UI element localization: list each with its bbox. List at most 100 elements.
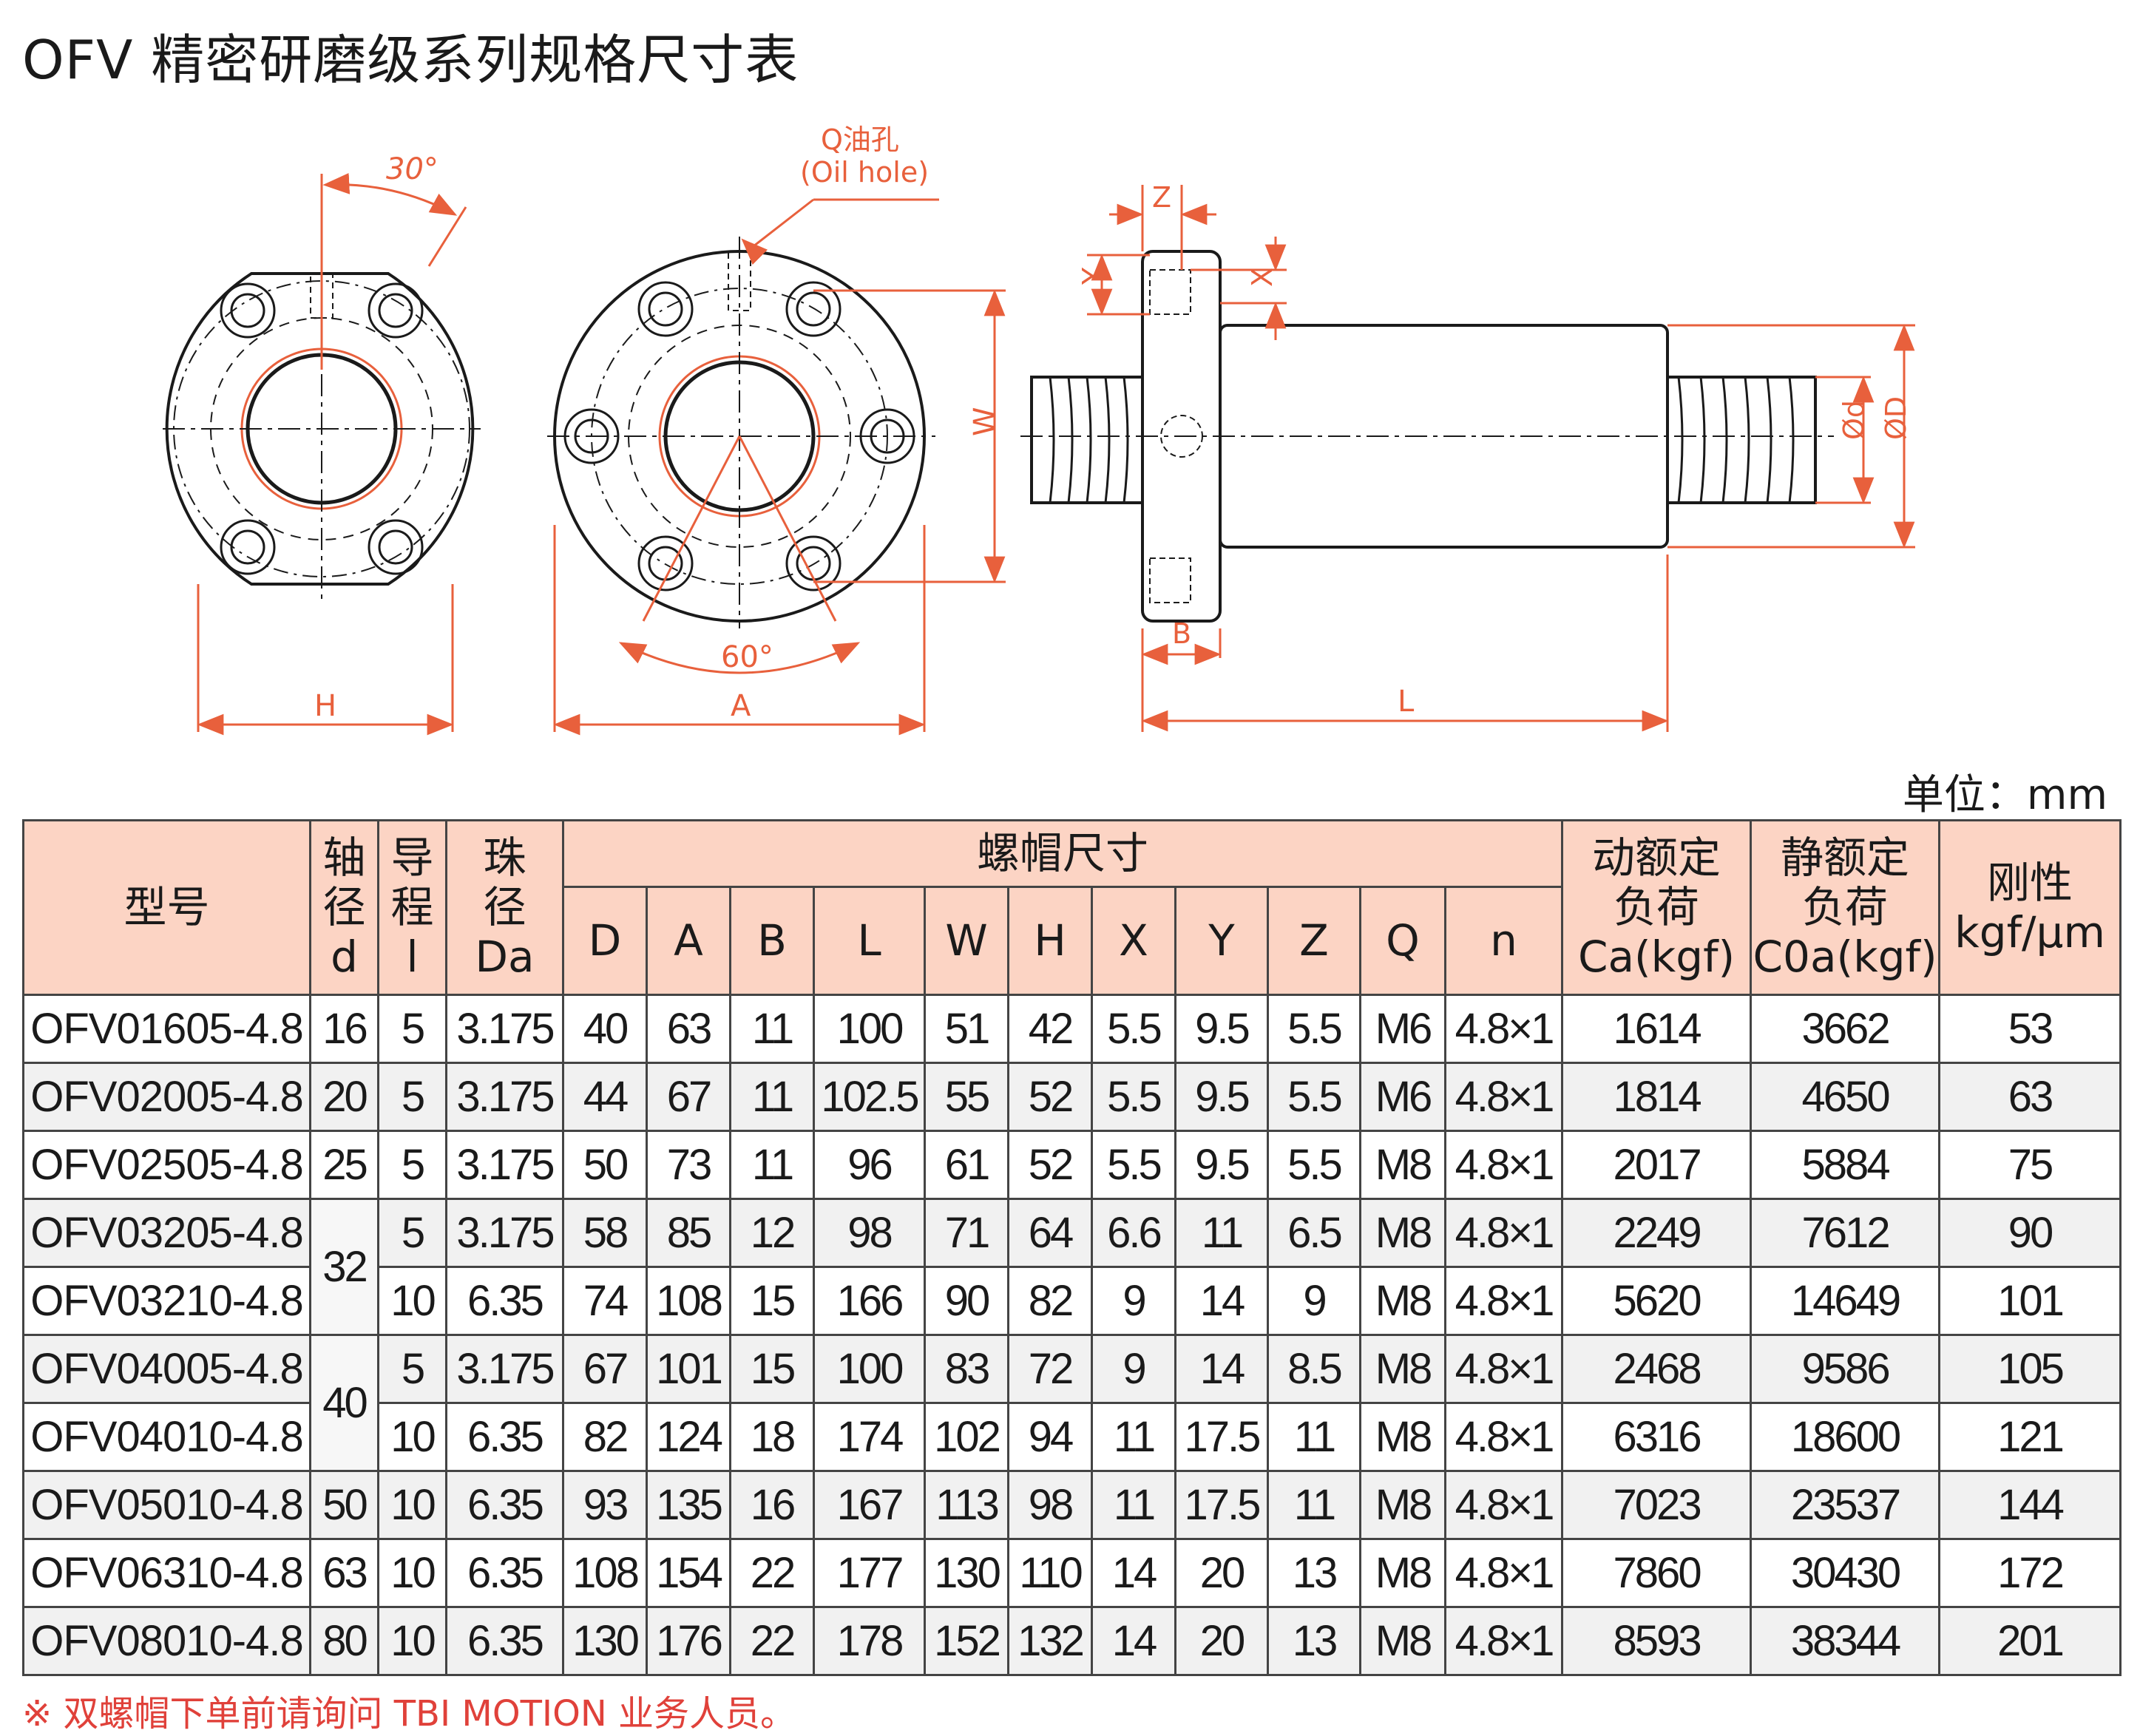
cell-d: 74: [562, 1266, 648, 1336]
cell-d: 50: [562, 1130, 648, 1200]
header-col-Z: Z: [1267, 886, 1361, 996]
y-dimension-label: Y: [1077, 267, 1109, 285]
header-nut-dimensions: 螺帽尺寸: [561, 819, 1564, 888]
cell-a: 154: [646, 1538, 731, 1608]
x-dimension-label: X: [1246, 268, 1279, 287]
cell-c0a: 18600: [1750, 1402, 1941, 1472]
cell-ca: 2249: [1561, 1198, 1753, 1268]
cell-ca: 7860: [1561, 1538, 1753, 1608]
cell-y: 14: [1174, 1334, 1269, 1404]
cell-b: 12: [729, 1198, 815, 1268]
cell-h: 42: [1007, 994, 1093, 1064]
cell-x: 5.5: [1091, 994, 1176, 1064]
cell-x: 9: [1091, 1266, 1176, 1336]
cell-n: 4.8×1: [1443, 1538, 1564, 1608]
cell-d: 108: [562, 1538, 648, 1608]
cell-d: 93: [562, 1470, 648, 1540]
cell-d: 40: [562, 994, 648, 1064]
cell-b: 15: [729, 1334, 815, 1404]
cell-d: 130: [562, 1606, 648, 1676]
cell-ball-diameter: 3.175: [445, 1334, 564, 1404]
cell-shaft-diameter: 80: [309, 1606, 379, 1676]
cell-w: 55: [924, 1062, 1009, 1132]
cell-q: M8: [1359, 1402, 1446, 1472]
d-dimension-label: Ød: [1838, 400, 1870, 440]
cell-x: 9: [1091, 1334, 1176, 1404]
cell-d: 82: [562, 1402, 648, 1472]
cell-x: 5.5: [1091, 1130, 1176, 1200]
header-col-Y: Y: [1174, 886, 1269, 996]
cell-b: 18: [729, 1402, 815, 1472]
cell-n: 4.8×1: [1443, 994, 1564, 1064]
cell-lead: 10: [377, 1266, 447, 1336]
cell-ball-diameter: 3.175: [445, 1130, 564, 1200]
cell-w: 51: [924, 994, 1009, 1064]
cell-lead: 10: [377, 1470, 447, 1540]
cell-k: 144: [1938, 1470, 2122, 1540]
cell-z: 5.5: [1267, 1062, 1361, 1132]
cell-b: 22: [729, 1538, 815, 1608]
cell-w: 61: [924, 1130, 1009, 1200]
cell-l: 167: [813, 1470, 926, 1540]
header-col-L: L: [813, 886, 926, 996]
cell-y: 9.5: [1174, 994, 1269, 1064]
cell-w: 83: [924, 1334, 1009, 1404]
cell-l: 178: [813, 1606, 926, 1676]
cell-y: 9.5: [1174, 1130, 1269, 1200]
cell-l: 98: [813, 1198, 926, 1268]
l-dimension-label: L: [1398, 685, 1415, 719]
cell-model: OFV08010-4.8: [22, 1606, 311, 1676]
cell-k: 201: [1938, 1606, 2122, 1676]
header-col-D: D: [562, 886, 648, 996]
cell-q: M8: [1359, 1538, 1446, 1608]
cell-c0a: 14649: [1750, 1266, 1941, 1336]
cell-model: OFV03205-4.8: [22, 1198, 311, 1268]
header-col-B: B: [729, 886, 815, 996]
cell-c0a: 4650: [1750, 1062, 1941, 1132]
cell-d: 58: [562, 1198, 648, 1268]
angle-60-label: 60°: [721, 640, 773, 674]
cell-z: 9: [1267, 1266, 1361, 1336]
cell-b: 22: [729, 1606, 815, 1676]
cell-model: OFV04005-4.8: [22, 1334, 311, 1404]
cell-y: 9.5: [1174, 1062, 1269, 1132]
cell-model: OFV02505-4.8: [22, 1130, 311, 1200]
outer-d-dimension-label: ØD: [1880, 396, 1912, 440]
cell-lead: 10: [377, 1606, 447, 1676]
cell-b: 15: [729, 1266, 815, 1336]
cell-w: 152: [924, 1606, 1009, 1676]
cell-n: 4.8×1: [1443, 1266, 1564, 1336]
cell-ball-diameter: 6.35: [445, 1266, 564, 1336]
cell-q: M8: [1359, 1266, 1446, 1336]
cell-ball-diameter: 6.35: [445, 1606, 564, 1676]
cell-a: 176: [646, 1606, 731, 1676]
header-col-X: X: [1091, 886, 1176, 996]
cell-z: 11: [1267, 1470, 1361, 1540]
nut-side-view: [1020, 250, 1834, 623]
b-dimension-label: B: [1172, 617, 1191, 650]
cell-k: 63: [1938, 1062, 2122, 1132]
cell-n: 4.8×1: [1443, 1198, 1564, 1268]
cell-lead: 5: [377, 1334, 447, 1404]
cell-a: 73: [646, 1130, 731, 1200]
cell-c0a: 7612: [1750, 1198, 1941, 1268]
cell-ca: 2017: [1561, 1130, 1753, 1200]
cell-w: 102: [924, 1402, 1009, 1472]
cell-q: M8: [1359, 1470, 1446, 1540]
cell-b: 16: [729, 1470, 815, 1540]
cell-y: 20: [1174, 1538, 1269, 1608]
cell-w: 71: [924, 1198, 1009, 1268]
cell-k: 101: [1938, 1266, 2122, 1336]
cell-x: 11: [1091, 1402, 1176, 1472]
cell-h: 94: [1007, 1402, 1093, 1472]
cell-z: 8.5: [1267, 1334, 1361, 1404]
